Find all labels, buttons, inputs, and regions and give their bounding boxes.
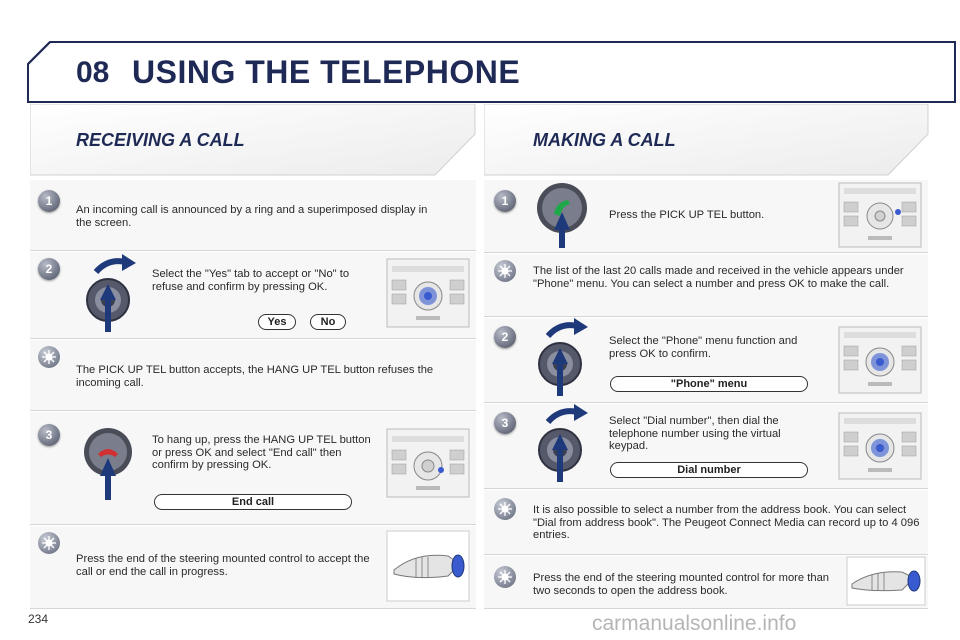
steering-control-icon [386, 530, 470, 602]
step-3-badge: 3 [494, 412, 516, 434]
tip-icon [494, 260, 516, 282]
left-heading-panel [30, 104, 476, 176]
watermark: carmanualsonline.info [592, 612, 797, 635]
receiving-call-title: RECEIVING A CALL [76, 130, 245, 150]
radio-unit-icon [386, 258, 470, 328]
radio-unit-icon [838, 182, 922, 248]
left-step3-text: To hang up, press the HANG UP TEL button… [152, 434, 371, 471]
left-step2-text: Select the "Yes" tab to accept or "No" t… [152, 268, 350, 293]
page-title: USING THE TELEPHONE [132, 54, 521, 90]
dial-number-tab: Dial number [610, 462, 808, 478]
making-call-title: MAKING A CALL [533, 130, 676, 150]
rotary-knob-icon [538, 318, 588, 396]
step-2-badge: 2 [38, 258, 60, 280]
no-tab: No [310, 314, 346, 330]
tip-icon [494, 498, 516, 520]
tip-icon [494, 566, 516, 588]
rotary-knob-icon [538, 404, 588, 482]
step-1-badge: 1 [494, 190, 516, 212]
right-step1-text: Press the PICK UP TEL button. [609, 209, 765, 221]
steering-control-icon [846, 556, 926, 606]
page-number: 234 [28, 612, 49, 626]
right-step2-text: Select the "Phone" menu function and pre… [609, 335, 798, 360]
chapter-number: 08 [76, 56, 110, 89]
radio-unit-icon [838, 326, 922, 394]
right-tip2-text: It is also possible to select a number f… [533, 504, 920, 541]
rotary-knob-icon [86, 254, 136, 332]
yes-tab: Yes [258, 314, 296, 330]
pick-up-tel-icon [537, 183, 587, 248]
hang-up-tel-icon [84, 428, 132, 500]
left-tip1-row [30, 340, 476, 411]
left-step1-row [30, 180, 476, 251]
right-step3-text: Select "Dial number", then dial the tele… [609, 415, 781, 452]
tip-icon [38, 346, 60, 368]
left-tip2-text: Press the end of the steering mounted co… [76, 553, 370, 578]
radio-unit-icon [386, 428, 470, 498]
right-tip1-row [484, 254, 928, 317]
right-heading-panel [484, 104, 929, 176]
header-band [27, 41, 956, 103]
step-3-badge: 3 [38, 424, 60, 446]
phone-menu-tab: "Phone" menu [610, 376, 808, 392]
right-tip2-row [484, 490, 928, 555]
right-tip3-text: Press the end of the steering mounted co… [533, 572, 830, 597]
step-2-badge: 2 [494, 326, 516, 348]
right-tip1-text: The list of the last 20 calls made and r… [533, 265, 904, 290]
tip-icon [38, 532, 60, 554]
left-tip1-text: The PICK UP TEL button accepts, the HANG… [76, 364, 434, 389]
left-step1-text: An incoming call is announced by a ring … [76, 204, 428, 229]
radio-unit-icon [838, 412, 922, 480]
end-call-tab: End call [154, 494, 352, 510]
step-1-badge: 1 [38, 190, 60, 212]
